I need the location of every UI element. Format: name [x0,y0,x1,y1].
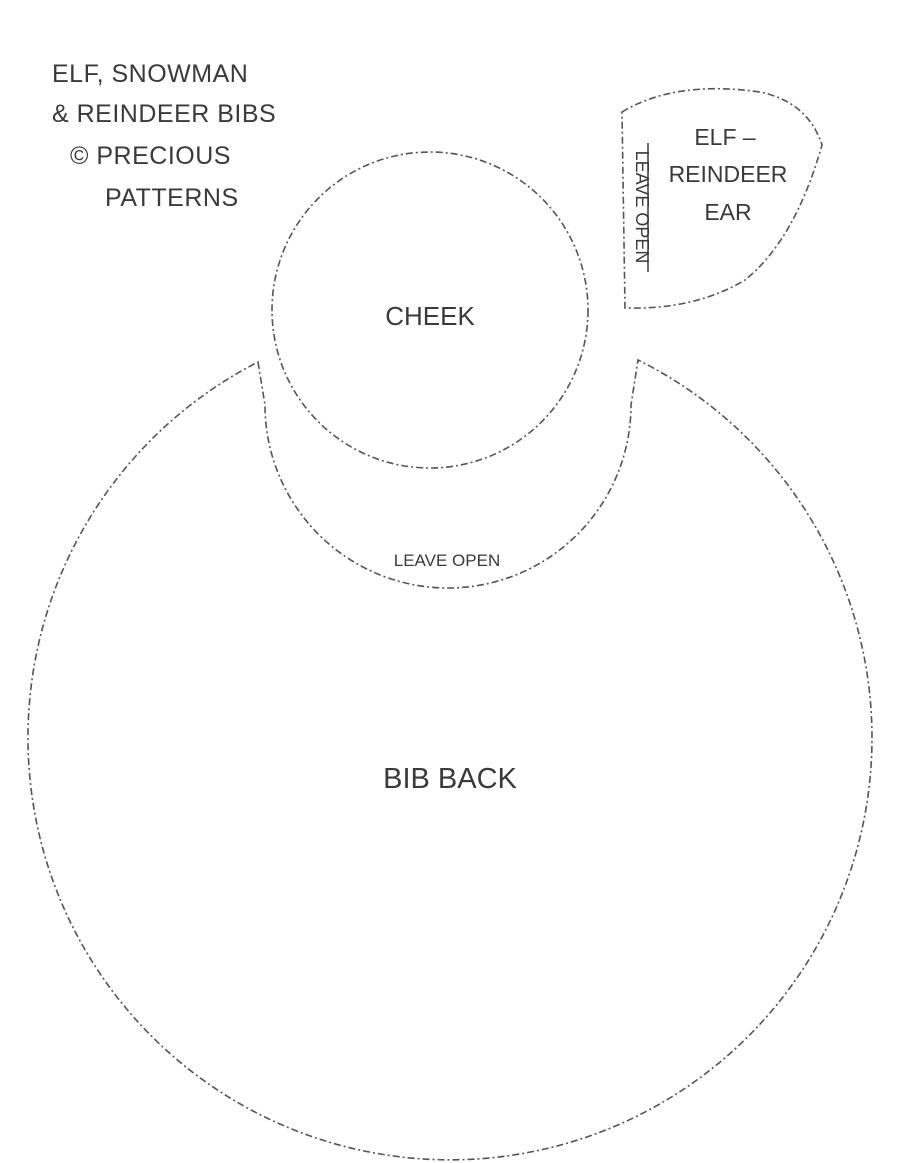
ear-label-line-1: ELF – [694,124,756,150]
cheek-label: CHEEK [385,301,475,331]
cheek-outline [271,151,589,469]
bib-back-outline [27,358,873,1161]
title-line-1: ELF, SNOWMAN [52,60,249,88]
bib-leave-open-label: LEAVE OPEN [394,551,500,570]
bib-back-label: BIB BACK [383,763,517,795]
ear-outline [621,87,823,309]
ear-label-line-3: EAR [704,199,751,225]
ear-leave-open-label: LEAVE OPEN [632,151,652,264]
title-line-2: & REINDEER BIBS [52,100,277,128]
title-line-4: PATTERNS [105,184,239,212]
ear-label-line-2: REINDEER [669,161,788,187]
title-line-3: © PRECIOUS [70,142,231,170]
